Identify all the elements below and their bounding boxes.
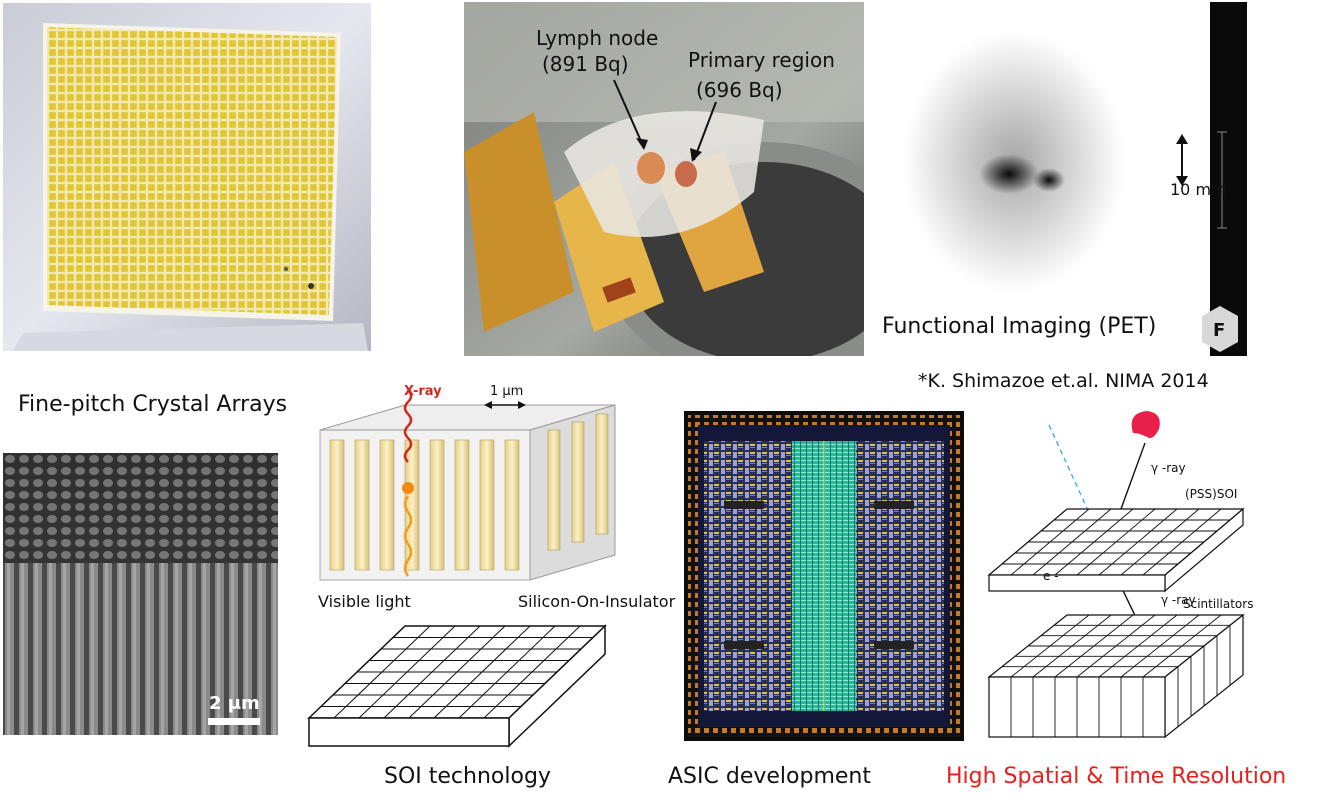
caption-soi-technology: SOI technology (384, 764, 551, 789)
soi-pixel-grid (305, 622, 635, 748)
primary-region-label: Primary region (688, 48, 835, 72)
caption-asic-development: ASIC development (668, 764, 871, 789)
lymph-node-label: Lymph node (536, 26, 659, 50)
mouse-sample-photo: Lymph node (891 Bq) Primary region (696 … (464, 2, 924, 382)
caption-crystal-arrays: Fine-pitch Crystal Arrays (18, 392, 288, 417)
caption-high-resolution: High Spatial & Time Resolution (946, 764, 1287, 789)
pss-soi-label: (PSS)SOI (1185, 487, 1238, 501)
sem-image-panel: 2 μm (3, 453, 278, 735)
orientation-cube-letter: F (1213, 320, 1226, 341)
pet-panel-title: Functional Imaging (PET) (882, 314, 1157, 339)
electron-label: e - (1043, 569, 1059, 583)
pillar-scale-label: 1 μm (490, 384, 524, 399)
silicon-on-insulator-label: Silicon-On-Insulator (518, 592, 676, 611)
asic-layout-image (684, 411, 964, 741)
xray-label: X-ray (404, 384, 442, 399)
primary-region-value: (696 Bq) (696, 78, 783, 102)
sem-scale-bar-label: 2 μm (209, 693, 260, 714)
scintillators-label: Scintillators (1183, 597, 1254, 611)
gamma-ray-top-label: γ -ray (1151, 461, 1186, 475)
detector-stack-diagram: γ -ray (PSS)SOI e - γ -ray Scintillators (985, 405, 1253, 740)
pet-image-panel: 10 mm Functional Imaging (PET) F (864, 2, 1247, 356)
pet-scale-label: 10 mm (1170, 180, 1227, 199)
gamma-ray-bottom-label: γ -ray (1161, 593, 1196, 607)
lymph-node-value: (891 Bq) (542, 52, 629, 76)
crystal-array-photo (3, 3, 371, 351)
soi-pillar-diagram: X-ray 1 μm Visible light Silicon-On-Insu… (310, 380, 680, 620)
visible-light-label: Visible light (318, 592, 411, 611)
reference-citation: *K. Shimazoe et.al. NIMA 2014 (918, 370, 1209, 392)
